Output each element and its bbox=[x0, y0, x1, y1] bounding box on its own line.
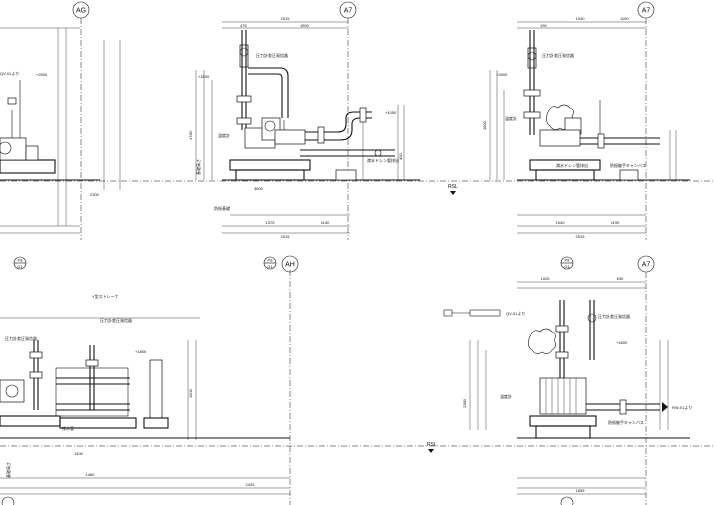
svg-text:1375: 1375 bbox=[266, 220, 276, 225]
svg-text:QV-01より: QV-01より bbox=[0, 70, 19, 76]
svg-text:400: 400 bbox=[398, 153, 403, 160]
svg-text:QV-01より: QV-01より bbox=[506, 310, 525, 316]
svg-text:RSL: RSL bbox=[448, 184, 458, 190]
svg-text:1040: 1040 bbox=[556, 220, 566, 225]
svg-text:2515: 2515 bbox=[576, 234, 586, 239]
svg-text:P8: P8 bbox=[565, 258, 571, 263]
svg-text:圧力計差圧発信器: 圧力計差圧発信器 bbox=[100, 317, 132, 323]
grid-bubble-a7-bottom-right: A7 bbox=[637, 255, 655, 273]
svg-text:1460: 1460 bbox=[86, 472, 96, 477]
svg-text:圧力計差圧発信器: 圧力計差圧発信器 bbox=[5, 335, 37, 341]
rsl-marker-top: RSL bbox=[448, 184, 458, 195]
svg-text:圧力計差圧発信器: 圧力計差圧発信器 bbox=[256, 52, 288, 58]
svg-text:190: 190 bbox=[540, 23, 547, 28]
svg-text:P8: P8 bbox=[18, 258, 24, 263]
svg-text:RW-01より: RW-01より bbox=[672, 404, 692, 410]
svg-text:1190: 1190 bbox=[611, 220, 620, 225]
section-marker-1: P8 G1 bbox=[13, 256, 27, 270]
section-marker-5 bbox=[560, 496, 574, 505]
svg-text:RSL: RSL bbox=[427, 442, 437, 448]
svg-text:2425: 2425 bbox=[246, 482, 256, 487]
svg-text:AH: AH bbox=[285, 262, 295, 269]
svg-text:3600: 3600 bbox=[254, 186, 264, 191]
svg-text:防振継手キャンバス: 防振継手キャンバス bbox=[608, 419, 644, 425]
svg-text:G1: G1 bbox=[564, 264, 570, 269]
svg-text:1780: 1780 bbox=[188, 130, 193, 140]
panel-top-mid: 2515 475 1500 1780 基礎高さ 400 bbox=[188, 16, 420, 239]
svg-text:+1800: +1800 bbox=[135, 349, 147, 354]
svg-text:1655: 1655 bbox=[576, 488, 586, 493]
svg-text:+1050: +1050 bbox=[385, 110, 397, 115]
svg-text:630: 630 bbox=[617, 276, 624, 281]
svg-text:防振基礎: 防振基礎 bbox=[214, 205, 230, 211]
svg-text:温度計: 温度計 bbox=[505, 115, 517, 121]
grid-bubble-a7-top-right: A7 bbox=[637, 1, 655, 19]
svg-text:満水ドレン管排出: 満水ドレン管排出 bbox=[367, 157, 399, 163]
svg-text:+2500: +2500 bbox=[36, 72, 48, 77]
grid-bubble-ah: AH bbox=[281, 255, 299, 273]
svg-text:1025: 1025 bbox=[541, 276, 551, 281]
grid-bubble-a7-top-mid: A7 bbox=[339, 1, 357, 19]
svg-text:圧力計差圧発信器: 圧力計差圧発信器 bbox=[542, 52, 574, 58]
svg-text:1500: 1500 bbox=[188, 388, 193, 398]
svg-text:G1: G1 bbox=[17, 264, 23, 269]
svg-text:A7: A7 bbox=[642, 262, 651, 269]
panel-top-left: +2500 QV-01より 2300 bbox=[0, 27, 121, 234]
svg-text:圧力計差圧発信器: 圧力計差圧発信器 bbox=[598, 313, 630, 319]
svg-text:温度計: 温度計 bbox=[218, 132, 230, 138]
svg-text:1500: 1500 bbox=[300, 23, 310, 28]
svg-text:AG: AG bbox=[76, 8, 86, 15]
svg-text:満水ドレン管排出: 満水ドレン管排出 bbox=[556, 162, 588, 168]
svg-text:排水管: 排水管 bbox=[62, 425, 74, 431]
section-marker-3: P8 G1 bbox=[560, 256, 574, 270]
svg-text:Y型ストレーナ: Y型ストレーナ bbox=[92, 293, 119, 299]
svg-text:1400: 1400 bbox=[74, 451, 84, 456]
svg-text:温度計: 温度計 bbox=[500, 393, 512, 399]
grid-bubble-ag: AG bbox=[72, 1, 90, 19]
section-marker-4 bbox=[1, 496, 15, 505]
panel-bottom-right: 1025 630 2380 QV-01より RW-01より bbox=[443, 276, 692, 495]
svg-text:P8: P8 bbox=[268, 258, 274, 263]
svg-text:基礎高さ: 基礎高さ bbox=[5, 462, 11, 478]
svg-text:2515: 2515 bbox=[281, 16, 291, 21]
svg-text:A7: A7 bbox=[642, 8, 651, 15]
svg-text:1800: 1800 bbox=[482, 120, 487, 130]
svg-text:+1800: +1800 bbox=[616, 340, 628, 345]
svg-text:1140: 1140 bbox=[321, 220, 330, 225]
panel-top-right: 1040 1190 190 1800 1040 1190 bbox=[482, 16, 690, 239]
section-marker-2: P8 G1 bbox=[263, 256, 277, 270]
svg-text:A7: A7 bbox=[344, 8, 353, 15]
panel-bottom-left: 1460 2425 1500 Y型ストレーナ 圧力計差圧発信器 圧力計差圧発信器… bbox=[0, 293, 290, 495]
svg-text:1190: 1190 bbox=[620, 16, 629, 21]
svg-text:G1: G1 bbox=[267, 264, 273, 269]
svg-text:2380: 2380 bbox=[462, 398, 467, 408]
svg-text:+2500: +2500 bbox=[496, 72, 508, 77]
svg-text:防振継手キャンバス: 防振継手キャンバス bbox=[610, 162, 646, 168]
svg-text:+1800: +1800 bbox=[198, 74, 210, 79]
grid-lines bbox=[0, 18, 715, 505]
svg-text:基礎高さ: 基礎高さ bbox=[195, 159, 201, 175]
svg-text:475: 475 bbox=[240, 23, 247, 28]
svg-text:2515: 2515 bbox=[281, 234, 291, 239]
rsl-marker-bottom: RSL bbox=[427, 442, 437, 453]
svg-text:1040: 1040 bbox=[576, 16, 586, 21]
svg-text:2300: 2300 bbox=[90, 192, 100, 197]
